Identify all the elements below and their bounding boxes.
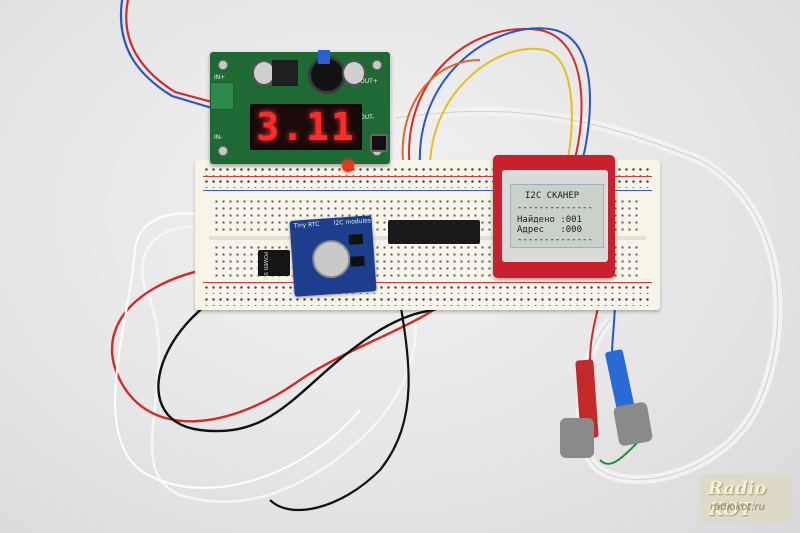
screw-icon (372, 60, 382, 70)
lcd-screen: I2C СКАНЕР -------------- Найдено :001 А… (510, 184, 604, 248)
lcd-title: I2C СКАНЕР (525, 191, 580, 201)
power-switch-header: POWER SW (258, 250, 290, 280)
pin-label-in-minus: IN- (214, 134, 223, 141)
rail-line-blue (203, 190, 652, 191)
wire-black-loop-2 (269, 289, 410, 512)
red-led-icon (342, 160, 354, 172)
pin-label-out-plus: OUT+ (360, 78, 378, 85)
watermark-logo: Radio KOT radiokot.ru (700, 474, 792, 522)
wire-white-loop-2 (114, 212, 361, 489)
rail-line-red-bottom (203, 282, 652, 283)
power-rail-bottom (203, 284, 652, 294)
screw-icon (218, 146, 228, 156)
eeprom-chip-icon (348, 233, 364, 245)
screw-icon (218, 60, 228, 70)
coin-battery-icon (310, 238, 352, 280)
wire-green-probe (599, 439, 641, 465)
power-rail-top (203, 166, 652, 176)
rtc-module: Tiny RTC I2C modules (289, 215, 377, 297)
wire-red-lcd-1 (408, 27, 583, 171)
wire-yellow-lcd (429, 47, 573, 169)
red-probe-handle (560, 418, 594, 458)
wire-blue-top (119, 0, 213, 110)
wire-white-loop (141, 225, 417, 504)
pin-label-in-plus: IN+ (214, 74, 226, 81)
wire-red-top (125, 0, 213, 104)
rail-line-red (203, 176, 652, 177)
clock-chip-icon (350, 255, 365, 267)
input-terminal-block (210, 82, 234, 110)
rtc-label-left: Tiny RTC (293, 220, 320, 230)
lcd-address: Адрес :000 (517, 225, 583, 235)
wire-black-loop (157, 266, 471, 433)
power-rail-top-2 (203, 178, 652, 188)
lcd-found: Найдено :001 (517, 215, 583, 225)
voltage-display-value: 3.11 (256, 105, 356, 149)
capacitor-icon (342, 60, 366, 86)
wire-orange-lcd (401, 59, 481, 173)
push-button (370, 134, 388, 152)
lcd-separator-bottom: -------------- (517, 235, 593, 245)
watermark-site: radiokot.ru (710, 502, 765, 513)
microcontroller-chip (388, 220, 480, 244)
lcd-separator: -------------- (517, 203, 593, 213)
regulator-chip-icon (272, 60, 298, 86)
rtc-label-right: I2C modules (333, 217, 372, 227)
wire-blue-lcd-1 (418, 27, 591, 169)
power-switch-label: POWER SW (262, 252, 268, 281)
pin-label-out-minus: OUT- (360, 114, 375, 121)
voltage-display: 3.11 (250, 104, 362, 150)
blue-probe-handle (612, 401, 654, 447)
trimmer-potentiometer (318, 50, 330, 64)
power-rail-bottom-2 (203, 296, 652, 306)
watermark-title: Radio KOT (708, 478, 767, 520)
